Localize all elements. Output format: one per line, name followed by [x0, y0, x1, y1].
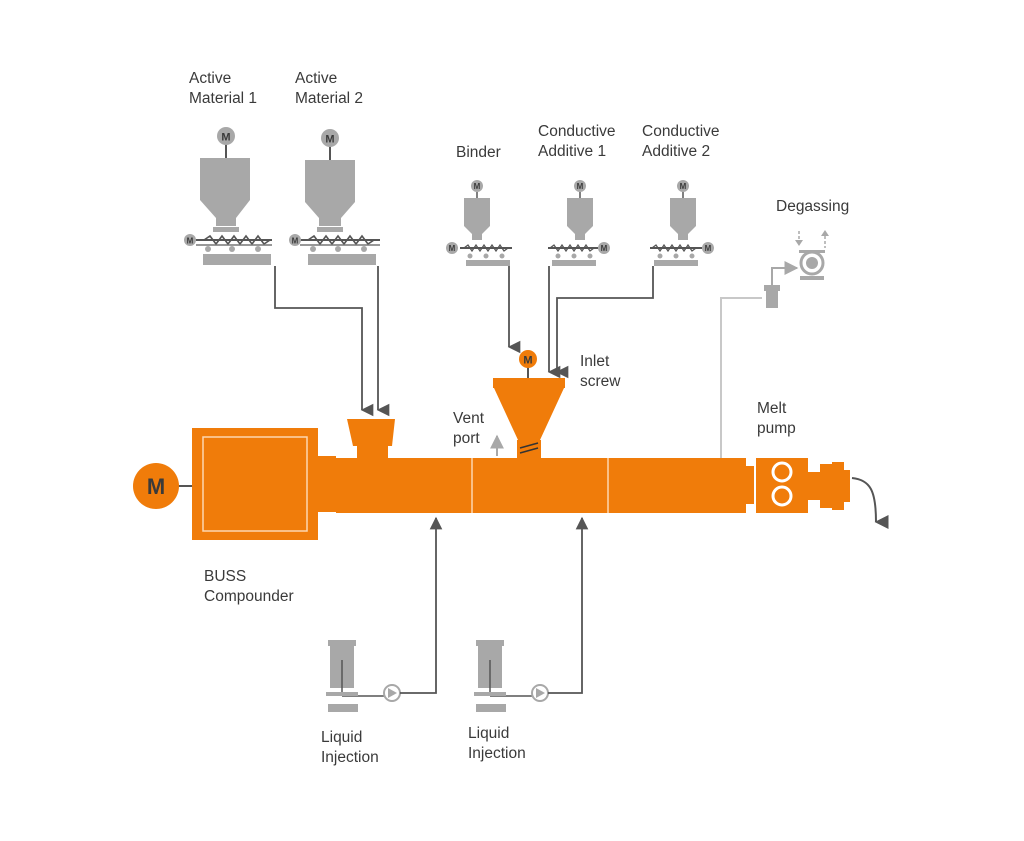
label-melt-pump: Melt pump: [757, 399, 796, 439]
label-line: Vent: [453, 410, 485, 427]
buss-compounder: M: [133, 419, 754, 540]
label-line: pump: [757, 420, 796, 437]
label-line: Injection: [321, 749, 379, 766]
motor-icon: [133, 463, 179, 509]
motor-icon: [217, 127, 235, 145]
liquid-injection-2: [474, 516, 589, 712]
label-line: Material 2: [295, 90, 364, 107]
active-material-1-feeder: M M: [184, 127, 272, 265]
svg-text:M: M: [147, 474, 165, 499]
label-line: Additive 2: [642, 143, 711, 160]
motor-icon: [321, 129, 339, 147]
active-material-2-feeder: M M: [289, 129, 380, 265]
label-line: BUSS: [204, 568, 247, 585]
motor-icon: [574, 180, 586, 192]
label-line: Material 1: [189, 90, 258, 107]
svg-text:M: M: [680, 182, 687, 191]
svg-text:M: M: [523, 355, 532, 367]
svg-text:M: M: [187, 237, 194, 246]
hopper-icon: [200, 158, 250, 226]
gear-pump-icon: [771, 461, 793, 507]
svg-text:M: M: [292, 237, 299, 246]
label-active-material-2: Active Material 2: [295, 69, 363, 109]
degassing-unit: [720, 230, 829, 458]
hopper-icon: [305, 160, 355, 226]
melt-pump: [756, 458, 889, 529]
liquid-injection-1: [326, 516, 443, 712]
arrow-icon: [851, 477, 889, 529]
screw-feeder-icon: [548, 243, 598, 253]
motor-icon: [471, 180, 483, 192]
label-line: port: [453, 430, 480, 447]
screw-feeder-icon: [460, 243, 512, 253]
label-inlet-screw: Inlet screw: [580, 352, 620, 392]
screw-feeder-icon: [300, 234, 380, 246]
conductive-additive-1-feeder: M M: [548, 180, 610, 266]
label-line: Melt: [757, 400, 787, 417]
label-line: Liquid: [468, 725, 510, 742]
hopper-icon: [567, 198, 593, 240]
label-vent-port: Vent port: [453, 409, 484, 449]
label-line: Injection: [468, 745, 526, 762]
label-line: Conductive: [538, 123, 616, 140]
hopper-icon: [464, 198, 490, 240]
feed-lines: [274, 266, 654, 417]
gearbox: [192, 428, 318, 540]
vacuum-pump-icon: [799, 250, 825, 280]
label-line: Compounder: [204, 588, 294, 605]
label-liquid-injection-1: Liquid Injection: [321, 728, 379, 768]
label-line: Degassing: [776, 198, 850, 215]
motor-icon: [677, 180, 689, 192]
svg-text:M: M: [449, 244, 456, 253]
label-active-material-1: Active Material 1: [189, 69, 257, 109]
screw-feeder-icon: [650, 243, 702, 253]
conductive-additive-2-feeder: M M: [650, 180, 714, 266]
label-line: screw: [580, 373, 621, 390]
label-line: Liquid: [321, 729, 363, 746]
label-line: Inlet: [580, 353, 610, 370]
svg-text:M: M: [577, 182, 584, 191]
label-degassing: Degassing: [776, 197, 849, 217]
motor-label: M: [221, 132, 230, 144]
label-binder: Binder: [456, 143, 501, 163]
motor-icon: [519, 350, 537, 368]
label-conductive-additive-2: Conductive Additive 2: [642, 122, 720, 162]
svg-text:M: M: [474, 182, 481, 191]
screw-feeder-icon: [196, 234, 272, 246]
svg-text:M: M: [325, 134, 334, 146]
inlet-screw: M: [493, 350, 565, 458]
binder-feeder: M M: [446, 180, 512, 266]
svg-text:M: M: [705, 244, 712, 253]
label-line: Active: [189, 70, 232, 87]
label-line: Binder: [456, 144, 501, 161]
label-line: Conductive: [642, 123, 720, 140]
pump-icon: [531, 684, 549, 702]
hopper-icon: [670, 198, 696, 240]
label-buss-compounder: BUSS Compounder: [204, 567, 294, 607]
feed-hopper: [347, 419, 395, 446]
pump-icon: [383, 684, 401, 702]
label-line: Additive 1: [538, 143, 607, 160]
label-conductive-additive-1: Conductive Additive 1: [538, 122, 616, 162]
label-liquid-injection-2: Liquid Injection: [468, 724, 526, 764]
svg-text:M: M: [601, 244, 608, 253]
barrel: [336, 458, 746, 513]
label-line: Active: [295, 70, 338, 87]
